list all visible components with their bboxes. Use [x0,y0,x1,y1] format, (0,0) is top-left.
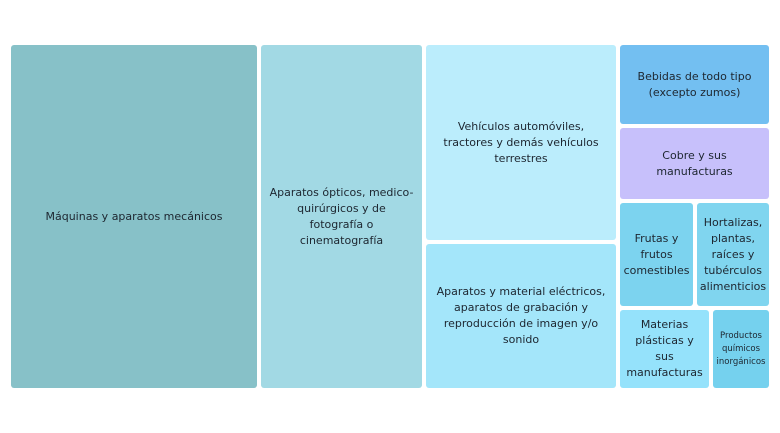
treemap-tile[interactable]: Hortalizas, plantas, raíces y tubérculos… [697,203,769,306]
treemap-tile[interactable]: Cobre y sus manufacturas [620,128,769,199]
treemap-tile-label: Frutas y frutos comestibles [623,231,690,277]
treemap-tile[interactable]: Máquinas y aparatos mecánicos [11,45,257,388]
treemap-tile[interactable]: Materias plásticas y sus manufacturas [620,310,709,388]
treemap-tile-label: Cobre y sus manufacturas [656,148,733,178]
treemap-tile[interactable]: Bebidas de todo tipo (excepto zumos) [620,45,769,124]
treemap-tile-label: Productos químicos inorgánicos [716,330,766,367]
treemap-tile-label: Hortalizas, plantas, raíces y tubérculos… [699,215,767,293]
treemap-tile[interactable]: Frutas y frutos comestibles [620,203,693,306]
treemap-tile[interactable]: Aparatos y material eléctricos, aparatos… [426,244,616,388]
treemap-tile-label: Materias plásticas y sus manufacturas [626,318,703,379]
treemap-tile-label: Aparatos ópticos, medico-quirúrgicos y d… [269,185,414,247]
treemap-tile-label: Aparatos y material eléctricos, aparatos… [436,285,606,346]
treemap-tile-label: Bebidas de todo tipo (excepto zumos) [637,69,752,99]
treemap-tile-label: Vehículos automóviles, tractores y demás… [443,119,599,165]
treemap-tile-label: Máquinas y aparatos mecánicos [45,209,223,223]
treemap-tile[interactable]: Vehículos automóviles, tractores y demás… [426,45,616,240]
treemap-chart: Máquinas y aparatos mecánicos Aparatos óp… [11,45,769,388]
treemap-tile[interactable]: Aparatos ópticos, medico-quirúrgicos y d… [261,45,422,388]
treemap-tile[interactable]: Productos químicos inorgánicos [713,310,769,388]
